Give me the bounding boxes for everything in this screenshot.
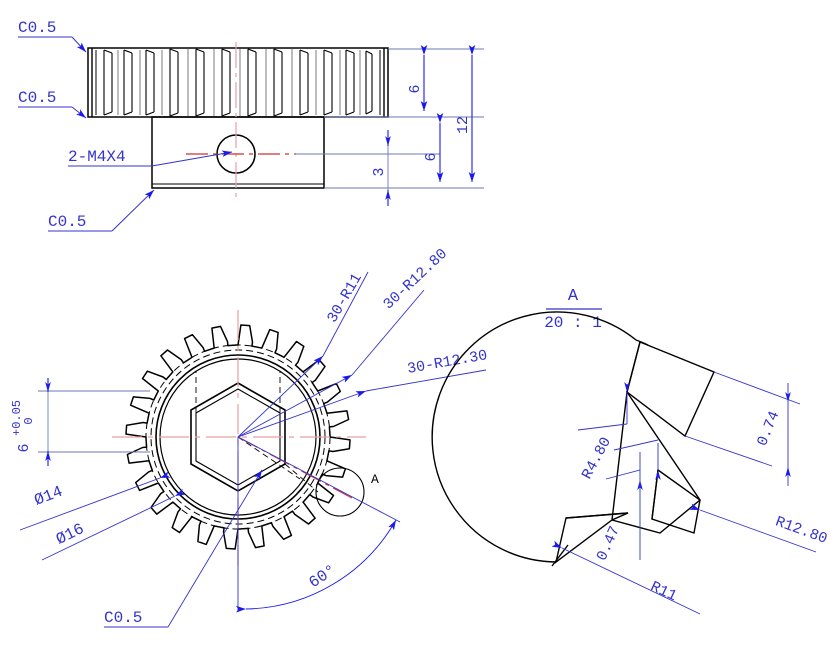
front-view-geometry [87,42,389,200]
dim-width-tolerance-upper: +0.05 [10,400,24,436]
dim-knurl-height-label: 6 [407,84,424,93]
gear-radius-leaders [237,271,487,438]
detail-title-letter: A [568,287,579,306]
callout-chamfer-top-left: C0.5 [18,19,56,37]
callout-chamfer-mid-left: C0.5 [18,89,56,107]
front-view-dimension-arrows [385,45,476,206]
dim-hole-center-label: 3 [371,167,388,176]
gear-width-dimension: +0.05 0 6 [10,378,150,466]
gear-chamfer-leader [104,469,263,628]
front-view-dimension-lines [296,48,484,189]
callout-chamfer-bottom-left: C0.5 [48,213,86,231]
detail-dimension-lines [551,371,817,615]
dim-total-height-label: 12 [455,116,472,134]
detail-scale-label: 20 : 1 [544,314,602,332]
detail-marker-a-label: A [371,472,379,487]
callout-thread-hole: 2-M4X4 [68,148,126,166]
dim-width-value: 6 [16,443,33,452]
gear-angle-dimension [235,436,401,613]
detail-view-title: A 20 : 1 [544,287,602,332]
gear-diameter-leaders [19,471,186,561]
front-view-leaders [18,36,233,232]
detail-view-geometry [431,311,715,567]
dim-width-tolerance-lower: 0 [22,417,36,424]
gear-chamfer-label: C0.5 [104,609,142,627]
dim-hub-height-label: 6 [423,152,440,161]
